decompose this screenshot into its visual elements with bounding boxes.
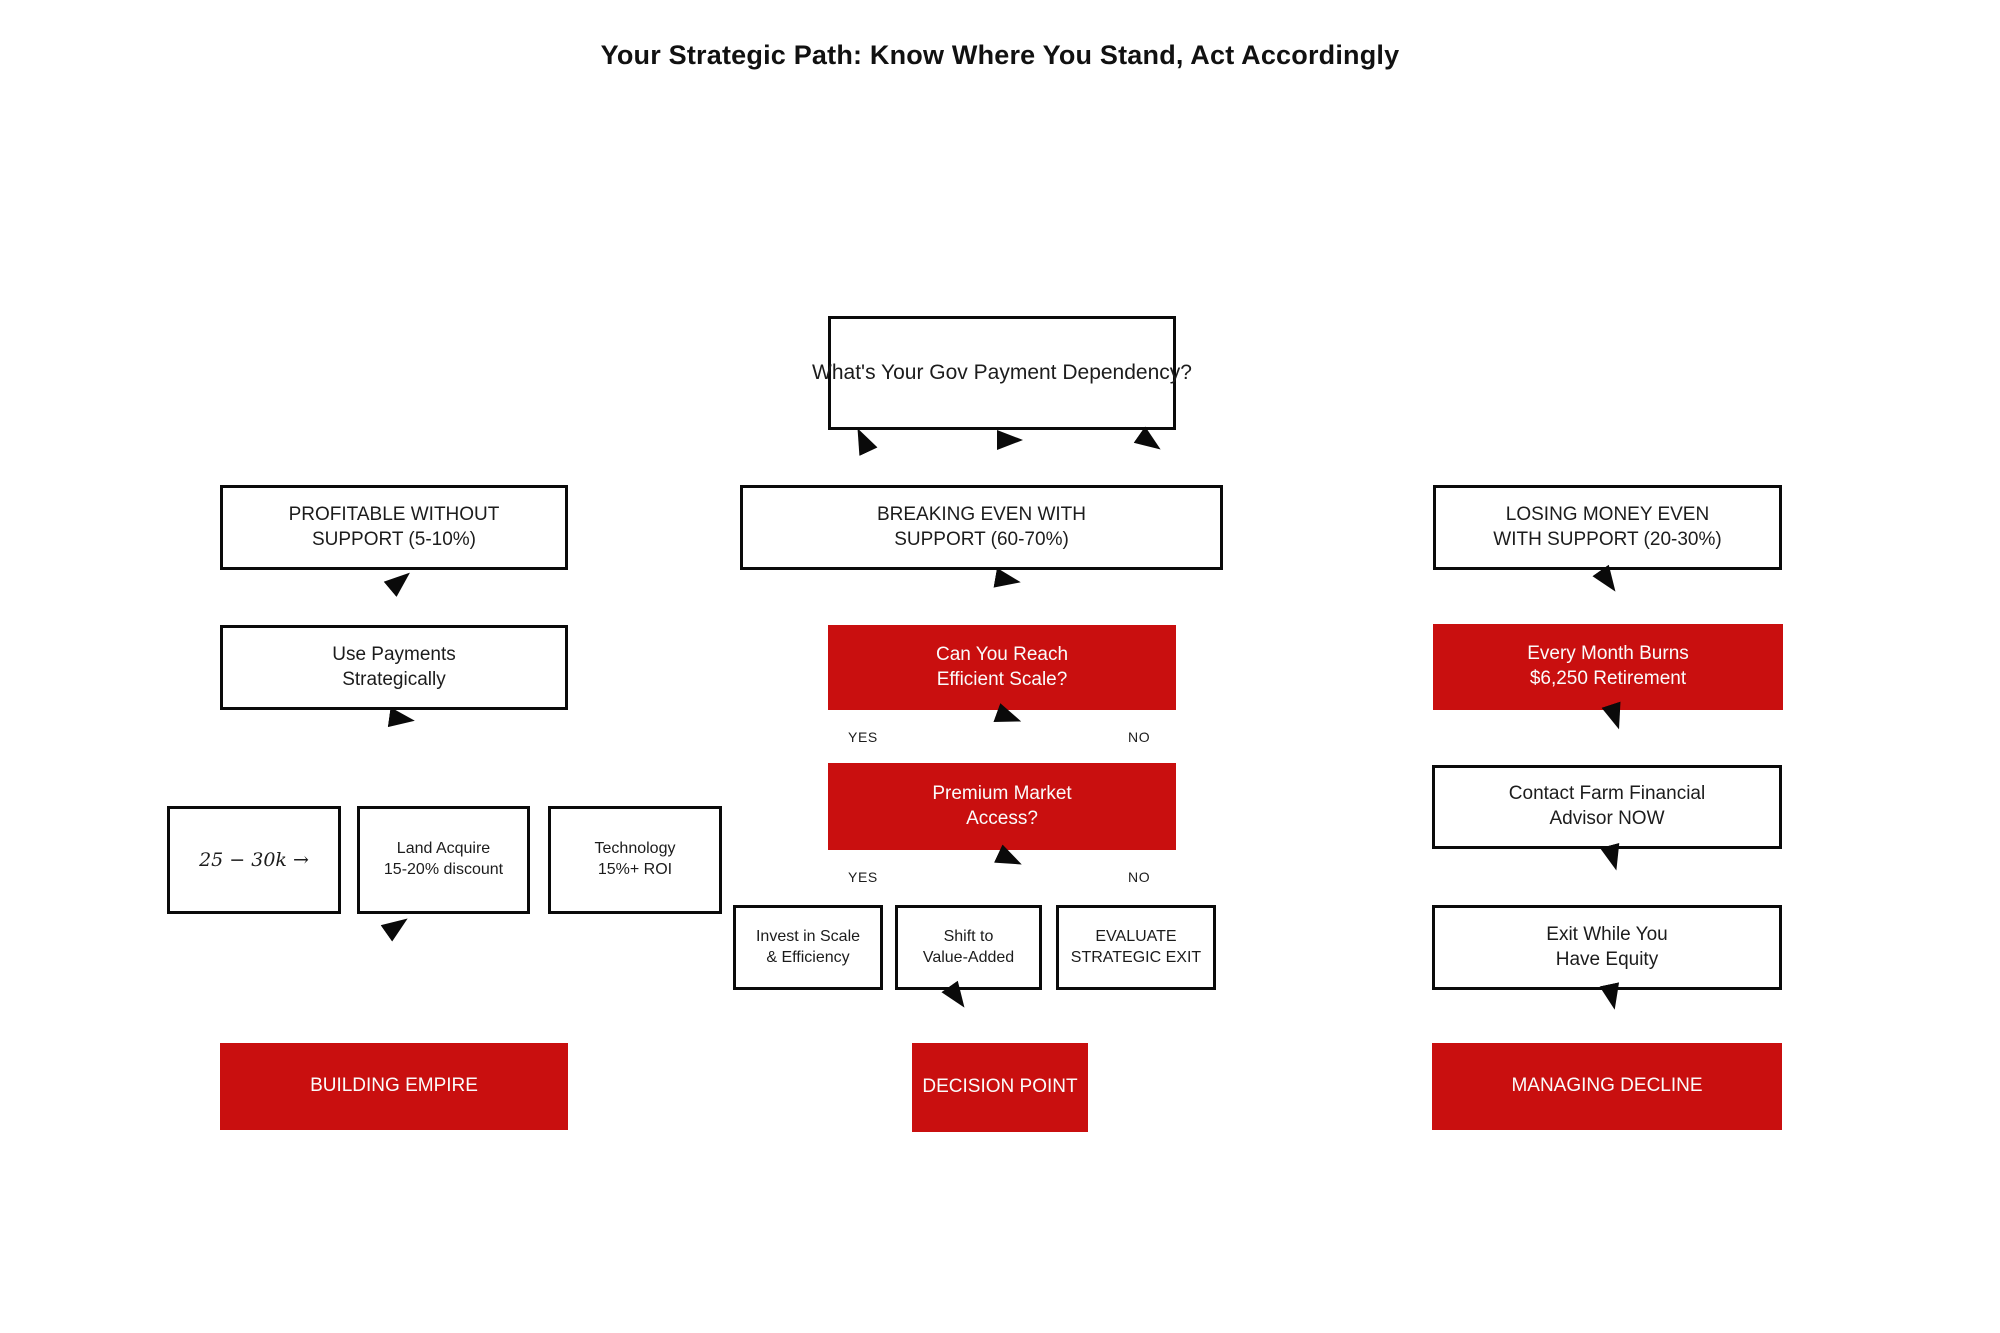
node-left-outcome: BUILDING EMPIRE: [220, 1043, 568, 1130]
arrowhead-icon: [993, 568, 1022, 592]
diagram-title: Your Strategic Path: Know Where You Stan…: [600, 40, 1400, 70]
node-right-status: LOSING MONEY EVEN WITH SUPPORT (20-30%): [1433, 485, 1782, 570]
node-left-option-land: Land Acquire 15-20% discount: [357, 806, 530, 914]
label-no-premium: NO: [1128, 869, 1151, 885]
label-yes-premium: YES: [848, 869, 878, 885]
node-mid-option-invest: Invest in Scale & Efficiency: [733, 905, 883, 990]
node-right-action-advisor: Contact Farm Financial Advisor NOW: [1432, 765, 1782, 849]
node-left-option-cash: 25 − 30k →: [167, 806, 341, 914]
node-mid-option-evaluate: EVALUATE STRATEGIC EXIT: [1056, 905, 1216, 990]
node-right-action-exit: Exit While You Have Equity: [1432, 905, 1782, 990]
node-left-action: Use Payments Strategically: [220, 625, 568, 710]
label-no-scale: NO: [1128, 729, 1151, 745]
node-root-question: What's Your Gov Payment Dependency?: [812, 316, 1192, 430]
node-right-outcome: MANAGING DECLINE: [1432, 1043, 1782, 1130]
node-mid-status: BREAKING EVEN WITH SUPPORT (60-70%): [740, 485, 1223, 570]
arrowhead-icon: [381, 910, 414, 941]
arrowhead-icon: [1134, 426, 1167, 457]
label-yes-scale: YES: [848, 729, 878, 745]
node-mid-question-premium: Premium Market Access?: [828, 763, 1176, 850]
node-mid-outcome: DECISION POINT: [912, 1043, 1088, 1132]
node-left-option-technology: Technology 15%+ ROI: [548, 806, 722, 914]
node-right-warning: Every Month Burns $6,250 Retirement: [1433, 624, 1783, 710]
node-left-status: PROFITABLE WITHOUT SUPPORT (5-10%): [220, 485, 568, 570]
arrowhead-icon: [388, 707, 417, 730]
node-mid-option-shift: Shift to Value-Added: [895, 905, 1042, 990]
node-mid-question-scale: Can You Reach Efficient Scale?: [828, 625, 1176, 710]
arrowhead-icon: [997, 430, 1023, 450]
